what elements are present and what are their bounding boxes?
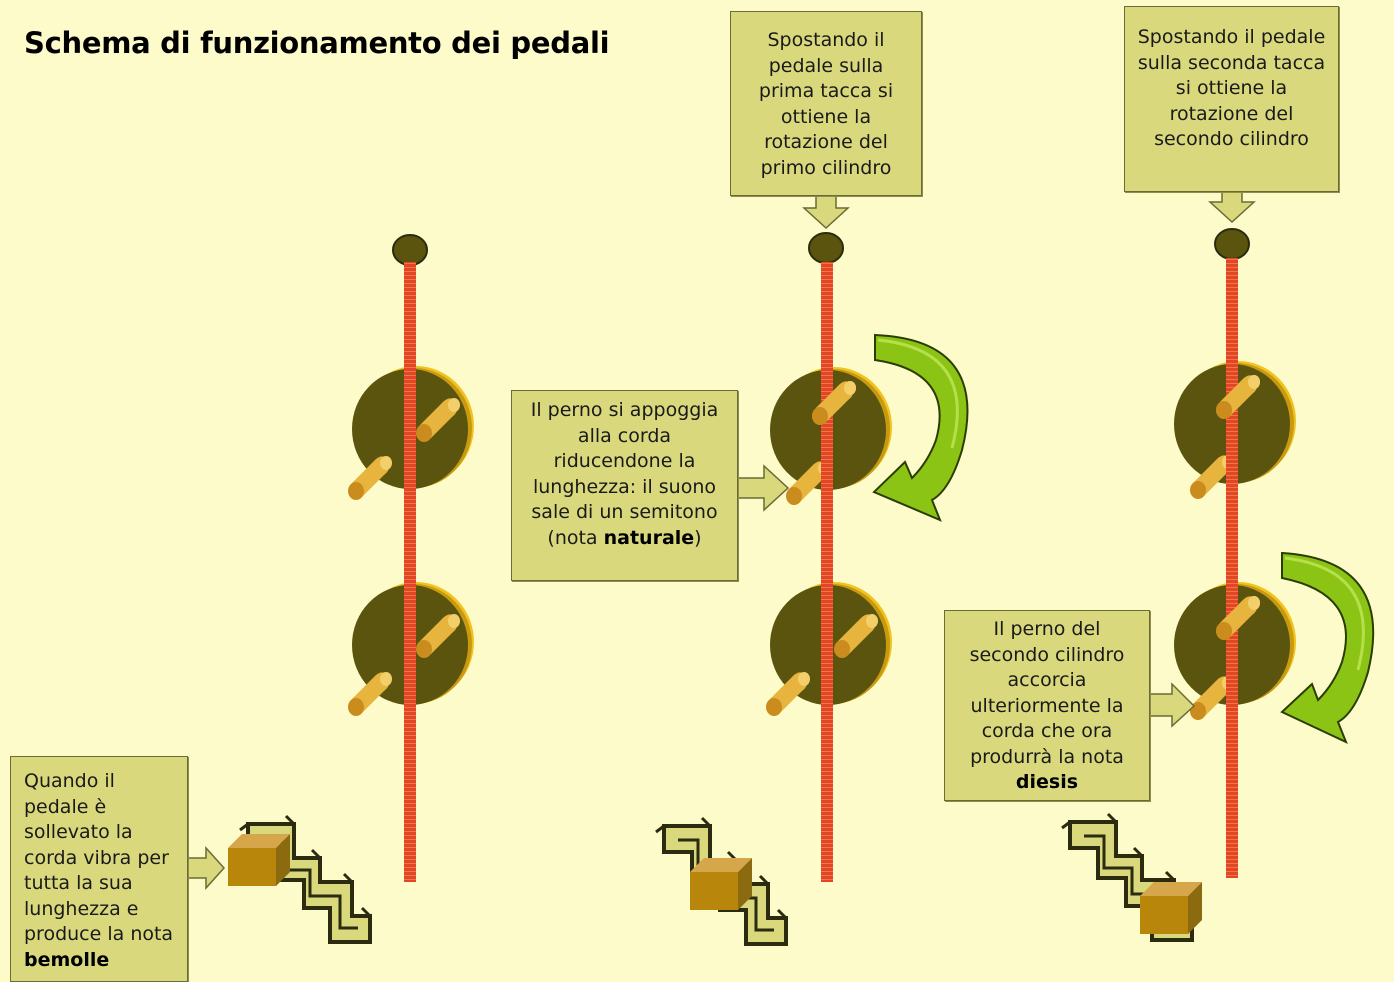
pointer-arrow-icon xyxy=(187,191,1256,890)
callout-prima-tacca-text: Spostando il pedale sulla prima tacca si… xyxy=(758,29,894,179)
callout-naturale-bold: naturale xyxy=(603,526,695,549)
string-knob xyxy=(1214,228,1250,260)
callout-diesis-bold: diesis xyxy=(1015,771,1079,793)
callout-bemolle: Quando il pedale è sollevato la corda vi… xyxy=(10,756,188,982)
string-column-1 xyxy=(228,234,474,944)
callout-seconda-tacca: Spostando il pedale sulla seconda tacca … xyxy=(1124,6,1339,192)
callout-naturale: Il perno si appoggia alla corda riducend… xyxy=(511,390,738,581)
page-title: Schema di funzionamento dei pedali xyxy=(24,26,610,60)
string-column-2 xyxy=(654,232,969,946)
string-knob xyxy=(808,232,844,264)
callout-seconda-tacca-text: Spostando il pedale sulla seconda tacca … xyxy=(1137,26,1326,150)
callout-diesis-text: Il perno del secondo cilindro accorcia u… xyxy=(969,618,1125,768)
callout-diesis: Il perno del secondo cilindro accorcia u… xyxy=(944,610,1150,801)
pedal-block-second-notch xyxy=(1140,882,1202,934)
callout-bemolle-text: Quando il pedale è sollevato la corda vi… xyxy=(24,770,174,945)
callout-prima-tacca: Spostando il pedale sulla prima tacca si… xyxy=(730,11,922,196)
rotation-arrow-icon xyxy=(1280,551,1375,744)
pedal-block-first-notch xyxy=(690,858,752,910)
callout-bemolle-bold: bemolle xyxy=(24,948,110,971)
callout-naturale-after: ) xyxy=(694,526,702,549)
callout-naturale-text: Il perno si appoggia alla corda riducend… xyxy=(530,399,719,549)
rotation-arrow-icon xyxy=(872,333,969,522)
string-column-3 xyxy=(1060,228,1375,942)
string-knob xyxy=(392,234,428,266)
pedal-block-raised xyxy=(228,834,290,886)
